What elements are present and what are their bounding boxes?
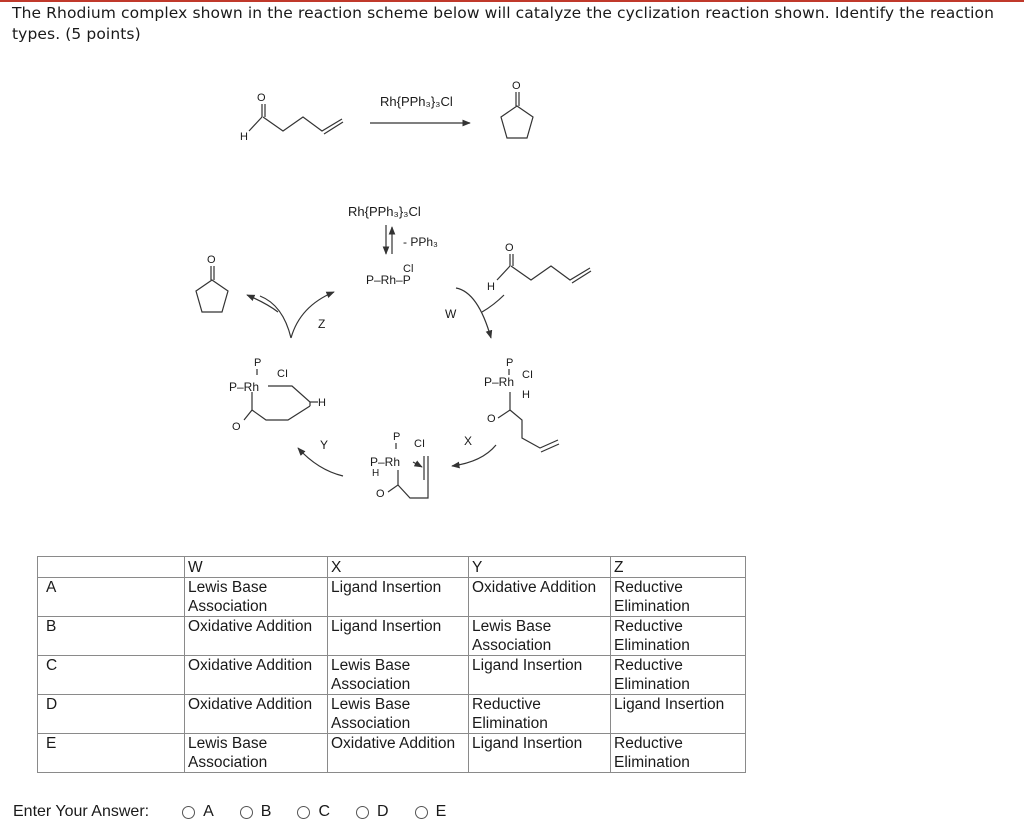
top-divider: [0, 0, 1024, 2]
cell-w: Lewis Base Association: [184, 733, 328, 773]
option-e-label: E: [435, 803, 447, 820]
cell-x: Lewis Base Association: [327, 655, 469, 695]
svg-text:CI: CI: [522, 369, 533, 381]
cell-z: Reductive Elimination: [610, 616, 746, 656]
arrow-x: [451, 444, 497, 469]
svg-text:CI: CI: [277, 368, 288, 380]
product-cyclopentanone: O: [500, 80, 534, 139]
option-d[interactable]: D: [356, 803, 389, 821]
radio-e[interactable]: [414, 805, 428, 819]
acyl-hydride-intermediate: P P–Rh CI H O: [484, 357, 560, 453]
table-row: E Lewis Base Association Oxidative Addit…: [37, 733, 746, 773]
cell-x: Oxidative Addition: [327, 733, 469, 773]
header-w: W: [184, 556, 328, 578]
header-blank: [37, 556, 185, 578]
svg-text:P–Rh–P: P–Rh–P: [366, 273, 411, 287]
svg-text:P–Rh: P–Rh: [370, 455, 400, 469]
answer-choices-table: W X Y Z A Lewis Base Association Ligand …: [37, 556, 746, 773]
svg-text:O: O: [257, 92, 266, 104]
svg-text:H: H: [522, 389, 530, 401]
cell-x: Lewis Base Association: [327, 694, 469, 734]
step-y: Y: [320, 438, 328, 452]
step-x: X: [464, 434, 472, 448]
step-w: W: [445, 307, 457, 321]
table-row: A Lewis Base Association Ligand Insertio…: [37, 577, 746, 617]
cell-y: Ligand Insertion: [468, 733, 611, 773]
cell-z: Ligand Insertion: [610, 694, 746, 734]
answer-label: Enter Your Answer:: [13, 803, 150, 820]
svg-text:P: P: [254, 357, 261, 369]
svg-text:O: O: [512, 80, 521, 92]
step-z: Z: [318, 317, 325, 331]
svg-text:P: P: [393, 431, 400, 443]
option-d-label: D: [377, 803, 389, 820]
svg-text:O: O: [505, 242, 514, 254]
option-c-label: C: [318, 803, 330, 820]
option-c[interactable]: C: [297, 803, 330, 821]
cell-y: Ligand Insertion: [468, 655, 611, 695]
header-x: X: [327, 556, 469, 578]
table-header-row: W X Y Z: [37, 556, 746, 578]
row-label: D: [37, 694, 185, 734]
aldehyde-substrate: O H: [487, 242, 592, 293]
svg-text:O: O: [207, 254, 216, 266]
cell-y: Lewis Base Association: [468, 616, 611, 656]
option-e[interactable]: E: [414, 803, 447, 821]
radio-c[interactable]: [297, 805, 311, 819]
cell-y: Oxidative Addition: [468, 577, 611, 617]
cell-z: Reductive Elimination: [610, 733, 746, 773]
released-cyclopentanone: O: [195, 254, 229, 313]
row-label: C: [37, 655, 185, 695]
svg-text:P–Rh: P–Rh: [229, 380, 259, 394]
radio-a[interactable]: [182, 805, 196, 819]
svg-text:O: O: [487, 413, 496, 425]
reagent-cycle: Rh{PPh₃}₃Cl: [348, 204, 421, 219]
active-catalyst: P–Rh–P Cl: [366, 263, 413, 287]
svg-text:Cl: Cl: [403, 263, 413, 275]
starting-aldehyde: O H: [240, 92, 344, 143]
cell-z: Reductive Elimination: [610, 655, 746, 695]
cell-x: Ligand Insertion: [327, 616, 469, 656]
svg-text:P–Rh: P–Rh: [484, 375, 514, 389]
option-a[interactable]: A: [182, 803, 214, 821]
svg-text:H: H: [372, 468, 379, 479]
cell-w: Oxidative Addition: [184, 616, 328, 656]
cell-x: Ligand Insertion: [327, 577, 469, 617]
cell-w: Lewis Base Association: [184, 577, 328, 617]
svg-text:H: H: [318, 397, 326, 409]
cell-y: Reductive Elimination: [468, 694, 611, 734]
answer-area: Enter Your Answer: A B C D E: [13, 803, 472, 821]
row-label: B: [37, 616, 185, 656]
svg-text:O: O: [376, 488, 385, 500]
cell-w: Oxidative Addition: [184, 655, 328, 695]
svg-text:H: H: [487, 281, 495, 293]
table-row: B Oxidative Addition Ligand Insertion Le…: [37, 616, 746, 656]
radio-b[interactable]: [239, 805, 253, 819]
option-b[interactable]: B: [239, 803, 272, 821]
reagent-top: Rh{PPh₃}₃Cl: [380, 94, 453, 109]
row-label: A: [37, 577, 185, 617]
table-row: C Oxidative Addition Lewis Base Associat…: [37, 655, 746, 695]
option-a-label: A: [203, 803, 214, 820]
alkene-coordinated-intermediate: P CI P–Rh H O: [370, 431, 429, 500]
reaction-scheme: O H Rh{PPh₃}₃Cl O Rh{PPh₃}₃Cl - PPh₃ P–R…: [195, 80, 592, 500]
row-label: E: [37, 733, 185, 773]
svg-text:O: O: [232, 421, 241, 433]
cell-w: Oxidative Addition: [184, 694, 328, 734]
table-row: D Oxidative Addition Lewis Base Associat…: [37, 694, 746, 734]
metallacycle-intermediate: P CI P–Rh H O: [229, 357, 326, 433]
arrow-w: [455, 287, 493, 339]
svg-text:CI: CI: [414, 438, 425, 450]
svg-text:P: P: [506, 357, 513, 369]
arrow-y: [297, 447, 344, 477]
radio-d[interactable]: [356, 805, 369, 819]
option-b-label: B: [260, 803, 272, 820]
question-text: The Rhodium complex shown in the reactio…: [12, 4, 995, 43]
minus-pph3: - PPh₃: [403, 235, 438, 249]
svg-text:H: H: [240, 131, 248, 143]
cell-z: Reductive Elimination: [610, 577, 746, 617]
header-z: Z: [610, 556, 746, 578]
arrow-z: [290, 291, 335, 339]
header-y: Y: [468, 556, 611, 578]
